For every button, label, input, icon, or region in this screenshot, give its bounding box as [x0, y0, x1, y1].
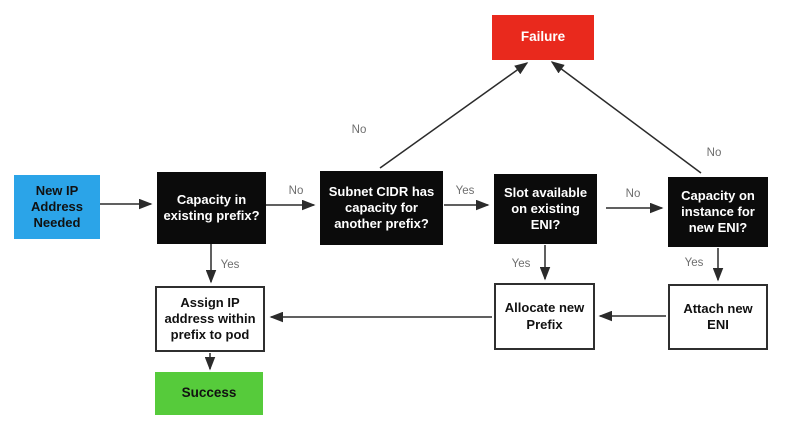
edge-label-no-capacity-existing-prefix: No — [288, 185, 304, 197]
node-attach-eni: Attach new ENI — [668, 284, 768, 350]
node-assign-ip: Assign IP address within prefix to pod — [155, 286, 265, 352]
node-capacity-new-eni: Capacity on instance for new ENI? — [668, 177, 768, 247]
edge-label-no-capacity-new-eni: No — [706, 147, 722, 159]
edge-label-yes-subnet-cidr: Yes — [455, 185, 475, 197]
node-failure: Failure — [492, 15, 594, 60]
edge-label-no-subnet-cidr: No — [351, 124, 367, 136]
node-allocate-prefix: Allocate new Prefix — [494, 283, 595, 350]
edge-label-yes-capacity-new-eni: Yes — [684, 257, 704, 269]
edge-label-no-slot-eni: No — [625, 188, 641, 200]
node-slot-available-eni: Slot available on existing ENI? — [494, 174, 597, 244]
edge-label-yes-capacity-existing-prefix: Yes — [220, 259, 240, 271]
edge-label-yes-slot-eni: Yes — [511, 258, 531, 270]
node-success: Success — [155, 372, 263, 415]
node-capacity-existing-prefix: Capacity in existing prefix? — [157, 172, 266, 244]
node-new-ip-needed: New IP Address Needed — [14, 175, 100, 239]
node-subnet-cidr-capacity: Subnet CIDR has capacity for another pre… — [320, 171, 443, 245]
